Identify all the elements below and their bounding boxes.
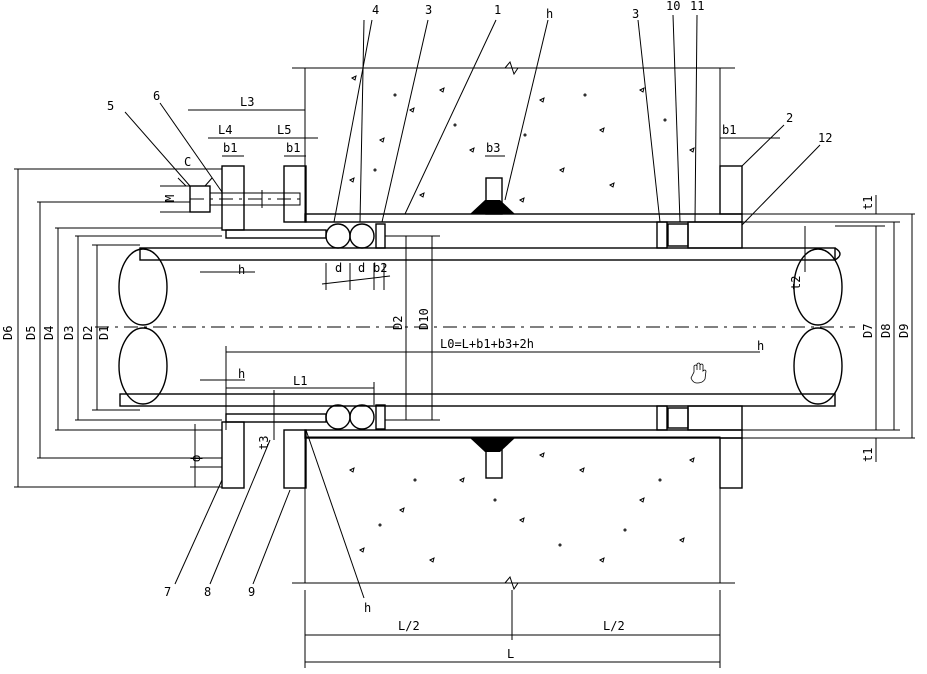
right-seal-pack — [656, 221, 743, 431]
dim-D6: D6 — [1, 326, 15, 340]
dim-phi: ф — [189, 455, 203, 462]
dim-D2-center: D2 — [391, 316, 405, 330]
dim-L0: L0=L+b1+b3+2h — [440, 337, 534, 351]
dim-C: C — [184, 155, 191, 169]
callout-1: 1 — [494, 3, 501, 17]
dim-L4: L4 — [218, 123, 232, 137]
dim-D1: D1 — [97, 326, 111, 340]
dim-D3: D3 — [62, 326, 76, 340]
dim-h-right: h — [757, 339, 764, 353]
dim-D2: D2 — [81, 326, 95, 340]
dim-L: L — [507, 647, 514, 661]
dim-d2: d — [358, 261, 365, 275]
dim-L1: L1 — [293, 374, 307, 388]
pipe — [95, 247, 855, 407]
dim-D7: D7 — [861, 324, 875, 338]
dim-L-half-left: L/2 — [398, 619, 420, 633]
callout-11: 11 — [690, 0, 704, 13]
callout-labels: 4 3 1 h 3 10 11 2 12 5 6 7 8 9 h — [107, 0, 832, 615]
callout-12: 12 — [818, 131, 832, 145]
callout-10: 10 — [666, 0, 680, 13]
dimension-lines — [14, 14, 915, 668]
dim-t2: t2 — [789, 276, 803, 290]
dim-D10: D10 — [417, 308, 431, 330]
callout-4: 4 — [372, 3, 379, 17]
dim-t1-top: t1 — [861, 196, 875, 210]
dim-b1-right: b1 — [722, 123, 736, 137]
dim-D9: D9 — [897, 324, 911, 338]
callout-h-bottom: h — [364, 601, 371, 615]
dim-D5: D5 — [24, 326, 38, 340]
callout-7: 7 — [164, 585, 171, 599]
dim-L5: L5 — [277, 123, 291, 137]
dim-b2: b2 — [373, 261, 387, 275]
steel-sleeve — [304, 177, 743, 479]
callout-9: 9 — [248, 585, 255, 599]
dim-L-half-right: L/2 — [603, 619, 625, 633]
callout-5: 5 — [107, 99, 114, 113]
callout-3-right: 3 — [632, 7, 639, 21]
callout-8: 8 — [204, 585, 211, 599]
flange-right — [719, 165, 743, 489]
dim-b3: b3 — [486, 141, 500, 155]
dim-b1-mid: b1 — [286, 141, 300, 155]
dim-D8: D8 — [879, 324, 893, 338]
gland-sleeve — [225, 229, 327, 423]
dim-M: M — [163, 195, 177, 202]
hand-cursor-icon — [690, 362, 707, 384]
callout-2: 2 — [786, 111, 793, 125]
callout-h-top: h — [546, 7, 553, 21]
dim-t1-bottom: t1 — [861, 448, 875, 462]
dim-b1-left: b1 — [223, 141, 237, 155]
concrete-wall — [292, 60, 735, 591]
dim-D4: D4 — [42, 326, 56, 340]
dimension-labels: L3 L4 L5 b1 b1 b1 C M b3 d d b2 h h L1 t… — [1, 95, 911, 661]
dim-d1: d — [335, 261, 342, 275]
dim-h-mid: h — [238, 367, 245, 381]
dim-L3: L3 — [240, 95, 254, 109]
callout-6: 6 — [153, 89, 160, 103]
bolt-assembly — [189, 185, 305, 213]
callout-3: 3 — [425, 3, 432, 17]
flange-left-inner — [283, 165, 307, 489]
dim-h-left: h — [238, 263, 245, 277]
dim-t3: t3 — [257, 436, 271, 450]
